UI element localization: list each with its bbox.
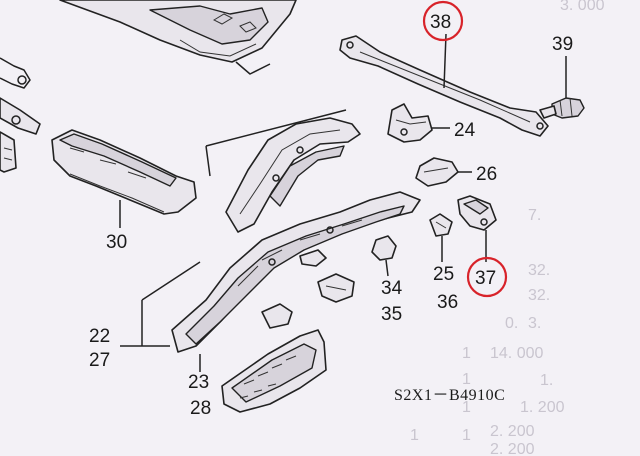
bg-table-cell: 2. 200: [490, 441, 535, 456]
bg-table-cell: 7.: [528, 207, 541, 224]
bracket-part-34: [371, 235, 397, 277]
bg-table-cell: 1: [462, 427, 471, 444]
bg-table-cell: 1: [410, 427, 419, 444]
bolt-part-39: [539, 56, 585, 119]
side-sill-part-30: [51, 129, 197, 228]
callout-28: 28: [190, 398, 211, 419]
bg-table-cell: 1: [462, 345, 471, 362]
clip-part-25: [429, 213, 453, 262]
lower-side-member-part-23: [171, 191, 421, 353]
callout-35: 35: [381, 304, 402, 325]
highlight-circle-37: [466, 256, 508, 298]
bracket-part-26: [415, 157, 472, 187]
background-table: 3. 000 7. 32. 32. 3. 14. 000 1. 1 1. 200…: [410, 0, 605, 456]
long-bracket-part-38: [339, 33, 549, 137]
floor-pan-part: [59, 0, 297, 75]
bg-table-cell: 32.: [528, 262, 550, 279]
bg-table-cell: 1.: [540, 372, 553, 389]
bg-table-cell: 3. 000: [560, 0, 605, 14]
callout-26: 26: [476, 164, 497, 185]
callout-labels: 38 39 24 26 30 22 27 34 35 25 36 37 23 2…: [89, 12, 573, 419]
callout-27: 27: [89, 350, 110, 371]
mid-bracket-part: [261, 249, 355, 329]
bg-table-cell: 0.: [505, 315, 518, 332]
callout-39: 39: [552, 34, 573, 55]
callout-38: 38: [430, 12, 451, 33]
callout-36: 36: [437, 292, 458, 313]
callout-25: 25: [433, 264, 454, 285]
bg-table-cell: 1. 200: [520, 399, 565, 416]
highlight-circles: [422, 0, 508, 298]
bg-table-cell: 1: [462, 371, 471, 388]
callout-23: 23: [188, 372, 209, 393]
callout-37: 37: [475, 268, 496, 289]
bracket-part-24: [387, 103, 450, 143]
frame-rail-part: [225, 117, 361, 233]
bg-table-cell: 2. 200: [490, 423, 535, 440]
callout-22: 22: [89, 326, 110, 347]
drawing-code: S2X1－B4910C: [394, 387, 505, 404]
bg-table-cell: 14. 000: [490, 345, 543, 362]
highlight-circle-38: [422, 0, 464, 42]
callout-30: 30: [106, 232, 127, 253]
bg-table-cell: 3.: [528, 315, 541, 332]
left-bracket-part: [0, 57, 41, 173]
bg-table-cell: 32.: [528, 287, 550, 304]
bracket-part-37: [457, 195, 497, 262]
assembly-outline: [120, 109, 347, 347]
bg-table-cell: 1: [462, 399, 471, 416]
callout-24: 24: [454, 120, 476, 141]
floor-cross-member-part: [221, 329, 327, 413]
callout-34: 34: [381, 278, 403, 299]
